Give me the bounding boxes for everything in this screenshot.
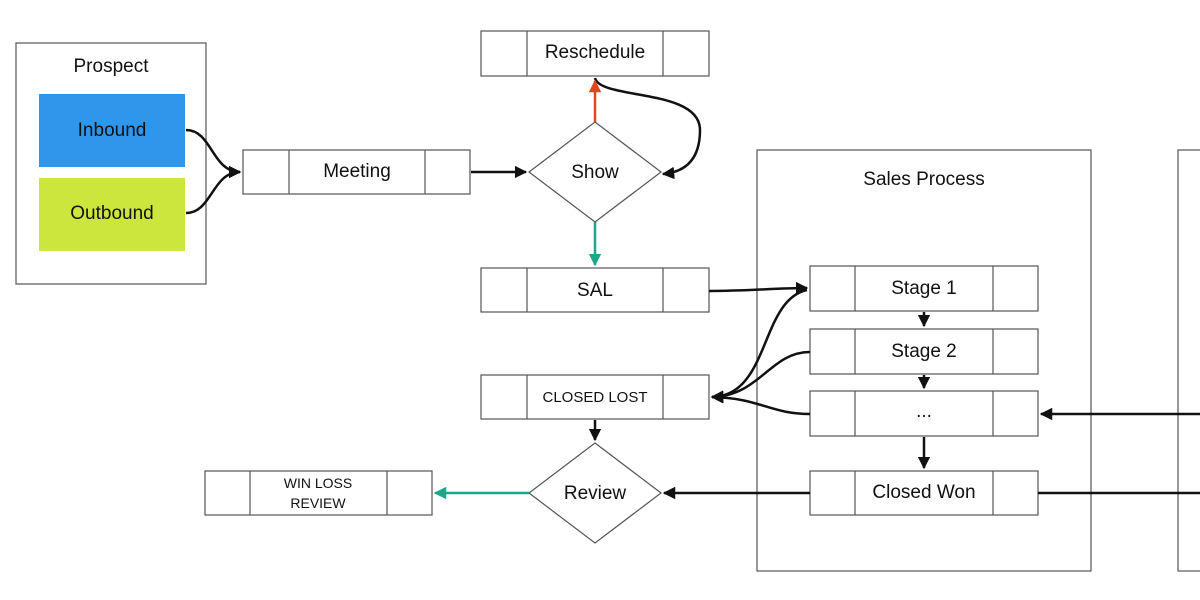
closed-won-node[interactable]: Closed Won <box>809 470 1039 516</box>
stage-more-box <box>809 390 1039 437</box>
review-decision[interactable]: Review <box>528 442 662 544</box>
sal-node[interactable]: SAL <box>480 267 710 313</box>
sal-label: SAL <box>577 280 613 301</box>
stage-1-label: Stage 1 <box>891 278 957 299</box>
inbound-label: Inbound <box>78 120 147 141</box>
stage-1-box <box>809 265 1039 312</box>
stage-more-node[interactable]: ... <box>809 390 1039 437</box>
closed-won-label: Closed Won <box>872 482 975 503</box>
stage-more-label: ... <box>916 401 932 422</box>
win-loss-review-label-line2: REVIEW <box>290 495 346 511</box>
reschedule-label: Reschedule <box>545 42 645 63</box>
stage-2-label: Stage 2 <box>891 341 957 362</box>
arrow-reschedule-to-show <box>593 77 702 180</box>
prospect-title: Prospect <box>74 56 150 77</box>
show-decision[interactable]: Show <box>528 121 662 223</box>
closed-lost-node[interactable]: CLOSED LOST <box>480 374 710 420</box>
outbound-box[interactable] <box>39 178 185 251</box>
win-loss-review-node[interactable]: WIN LOSS REVIEW <box>204 470 433 516</box>
closed-lost-label: CLOSED LOST <box>542 389 647 406</box>
arrow-outbound-to-meeting <box>185 165 242 215</box>
reschedule-box <box>480 30 710 77</box>
arrow-stage-1-to-closed-lost <box>710 288 808 404</box>
meeting-node[interactable]: Meeting <box>242 149 471 195</box>
arrow-stage-more-to-closed-lost <box>710 390 811 416</box>
prospect-group: Prospect Inbound Outbound <box>15 42 207 285</box>
show-label: Show <box>571 162 619 183</box>
right-edge-container <box>1177 149 1200 572</box>
sal-box <box>480 267 710 313</box>
arrow-sal-to-stage-1 <box>708 281 809 295</box>
connectors <box>185 77 1200 500</box>
win-loss-review-label-line1: WIN LOSS <box>284 475 352 491</box>
outbound-label: Outbound <box>70 203 153 224</box>
inbound-box[interactable] <box>39 94 185 167</box>
sales-process-title: Sales Process <box>863 169 984 190</box>
review-label: Review <box>564 483 627 504</box>
meeting-label: Meeting <box>323 161 391 182</box>
closed-lost-box <box>480 374 710 420</box>
reschedule-node[interactable]: Reschedule <box>480 30 710 77</box>
arrow-stage-2-to-closed-lost <box>710 350 811 404</box>
meeting-box <box>242 149 471 195</box>
stage-2-box <box>809 328 1039 375</box>
stage-1-node[interactable]: Stage 1 <box>809 265 1039 312</box>
stage-2-node[interactable]: Stage 2 <box>809 328 1039 375</box>
win-loss-review-box <box>204 470 433 516</box>
review-diamond <box>528 442 662 544</box>
